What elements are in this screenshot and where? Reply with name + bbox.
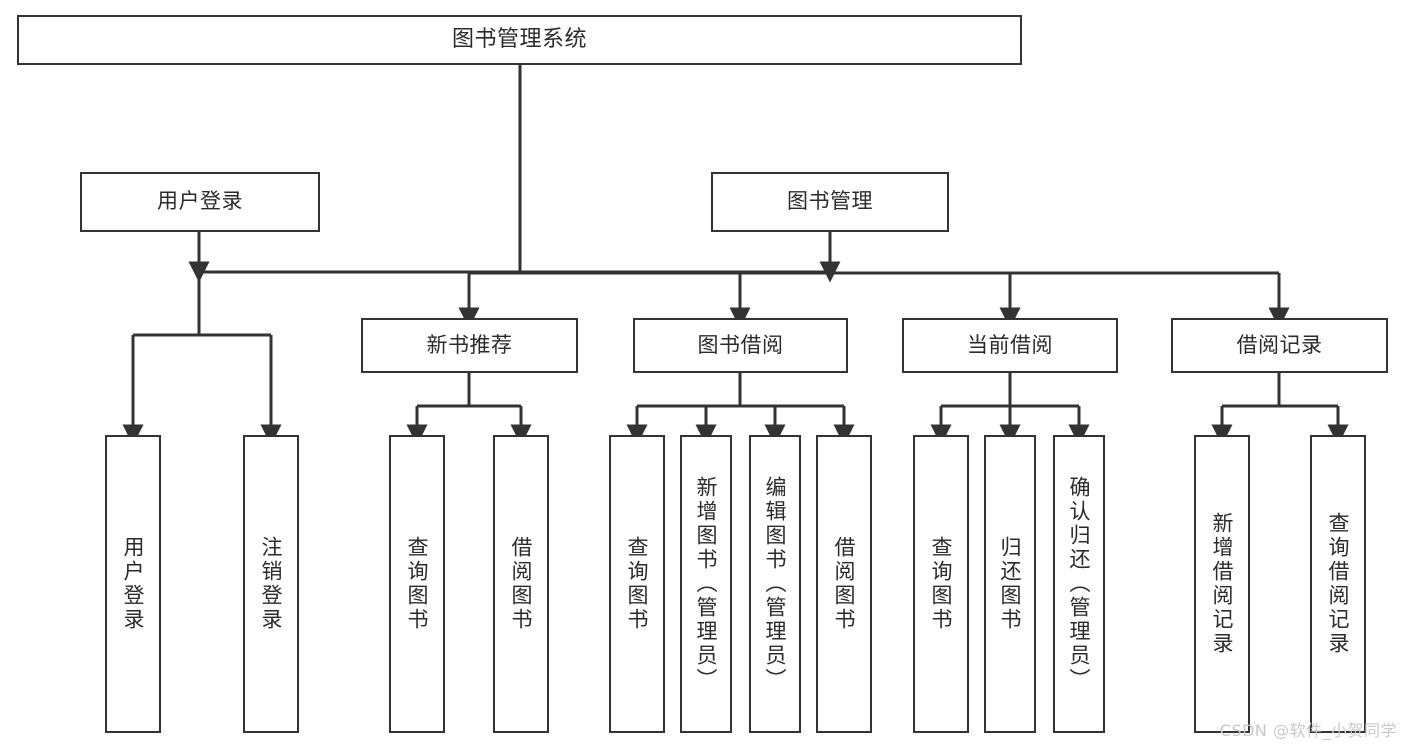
node-leaf-return-book-label: 归还图书	[998, 536, 1023, 632]
node-root[interactable]: 图书管理系统	[17, 15, 1022, 65]
node-leaf-logout[interactable]: 注销登录	[243, 435, 299, 733]
node-leaf-query-borrow-record-label: 查询借阅记录	[1326, 512, 1351, 656]
node-book-management-label: 图书管理	[787, 189, 873, 214]
node-root-label: 图书管理系统	[451, 26, 587, 52]
node-borrow-record-label: 借阅记录	[1236, 332, 1323, 357]
node-book-borrow-label: 图书借阅	[697, 332, 784, 357]
node-leaf-confirm-return-admin-label: 确认归还（管理员）	[1067, 476, 1092, 692]
node-book-management[interactable]: 图书管理	[711, 172, 949, 232]
node-user-login-label: 用户登录	[157, 189, 243, 214]
node-current-borrow[interactable]: 当前借阅	[902, 318, 1118, 373]
node-leaf-edit-book-admin-label: 编辑图书（管理员）	[763, 476, 788, 692]
node-leaf-return-book[interactable]: 归还图书	[984, 435, 1036, 733]
node-leaf-borrow-book-recommend-label: 借阅图书	[509, 536, 534, 632]
node-current-borrow-label: 当前借阅	[967, 332, 1053, 357]
node-leaf-add-book-admin[interactable]: 新增图书（管理员）	[680, 435, 732, 733]
node-leaf-query-book-recommend[interactable]: 查询图书	[389, 435, 445, 733]
node-leaf-borrow-book-label: 借阅图书	[832, 536, 857, 632]
node-leaf-query-book-borrow-label: 查询图书	[625, 536, 650, 632]
node-leaf-user-login[interactable]: 用户登录	[105, 435, 161, 733]
node-leaf-query-borrow-record[interactable]: 查询借阅记录	[1310, 435, 1366, 733]
node-new-book-recommend-label: 新书推荐	[426, 332, 513, 357]
node-leaf-logout-label: 注销登录	[259, 536, 284, 632]
node-leaf-edit-book-admin[interactable]: 编辑图书（管理员）	[749, 435, 801, 733]
node-user-login[interactable]: 用户登录	[80, 172, 320, 232]
node-leaf-borrow-book-recommend[interactable]: 借阅图书	[493, 435, 549, 733]
node-leaf-add-borrow-record-label: 新增借阅记录	[1210, 512, 1235, 656]
node-leaf-query-book-current-label: 查询图书	[929, 536, 954, 632]
node-leaf-query-book-borrow[interactable]: 查询图书	[609, 435, 665, 733]
node-leaf-borrow-book[interactable]: 借阅图书	[816, 435, 872, 733]
node-new-book-recommend[interactable]: 新书推荐	[361, 318, 578, 373]
node-leaf-user-login-label: 用户登录	[121, 536, 146, 632]
node-borrow-record[interactable]: 借阅记录	[1171, 318, 1388, 373]
node-leaf-add-book-admin-label: 新增图书（管理员）	[694, 476, 719, 692]
node-book-borrow[interactable]: 图书借阅	[633, 318, 848, 373]
node-leaf-query-book-current[interactable]: 查询图书	[913, 435, 969, 733]
node-leaf-query-book-recommend-label: 查询图书	[405, 536, 430, 632]
node-leaf-add-borrow-record[interactable]: 新增借阅记录	[1194, 435, 1250, 733]
node-leaf-confirm-return-admin[interactable]: 确认归还（管理员）	[1053, 435, 1105, 733]
csdn-watermark: CSDN @软件_小贺同学	[1219, 721, 1397, 740]
